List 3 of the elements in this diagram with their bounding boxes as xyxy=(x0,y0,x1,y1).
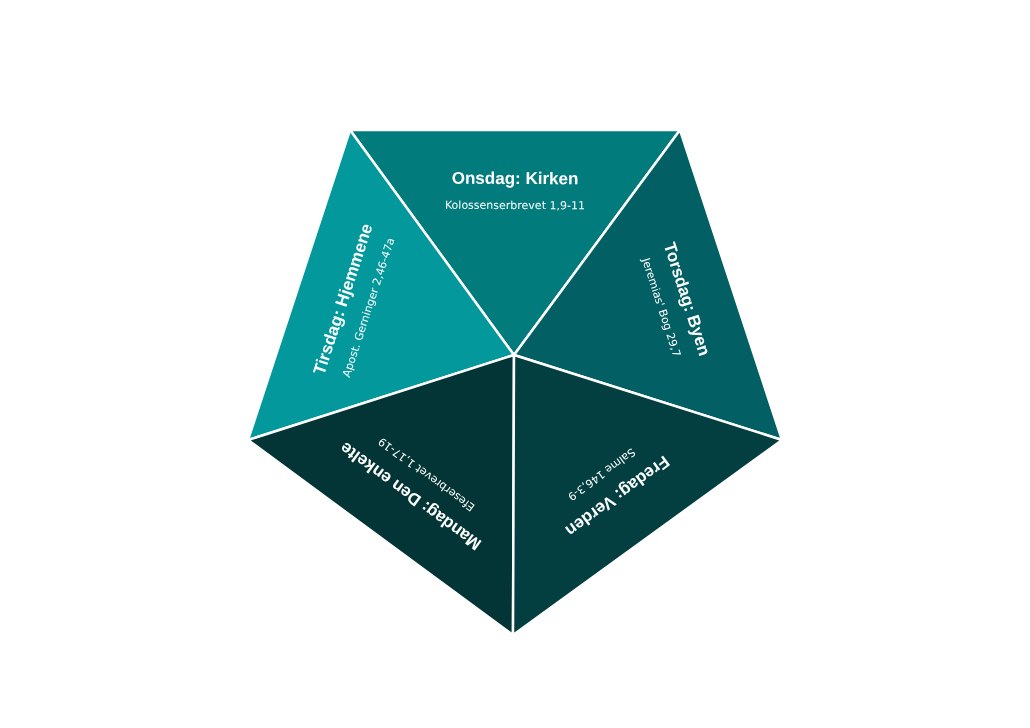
pentagon-segment xyxy=(513,355,782,635)
segment-title: Onsdag: Kirken xyxy=(450,168,580,190)
scripture-reference: Kolossenserbrevet 1,9-11 xyxy=(444,198,585,214)
